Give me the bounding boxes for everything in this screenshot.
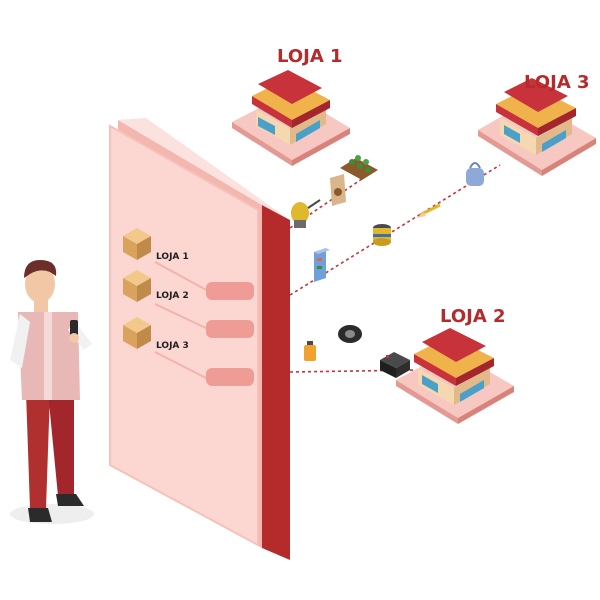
- list-item-action-button[interactable]: [206, 368, 254, 386]
- paint-brush-icon: [416, 203, 441, 218]
- plant-tray-icon: [340, 155, 378, 180]
- appliance-icon: [314, 248, 330, 282]
- box-icon: [123, 228, 151, 260]
- list-item[interactable]: [123, 270, 254, 338]
- products: [291, 155, 484, 378]
- store-loja2: LOJA 2: [396, 306, 514, 424]
- box-icon: [123, 270, 151, 302]
- list-item-label: LOJA 1: [156, 252, 189, 262]
- app-list: LOJA 1 LOJA 2 LOJA 3: [123, 228, 254, 386]
- person-icon: [10, 260, 94, 524]
- list-item-label: LOJA 2: [156, 291, 189, 301]
- jug-icon: [466, 162, 484, 186]
- seed-bag-icon: [330, 174, 346, 206]
- connector-loja3: [289, 164, 501, 296]
- store-icon: [252, 70, 330, 145]
- store-icon: [496, 78, 576, 155]
- phone-device: LOJA 1 LOJA 2 LOJA 3: [109, 118, 290, 560]
- oil-can-icon: [304, 341, 316, 361]
- tire-icon: [338, 325, 362, 343]
- list-item[interactable]: [123, 317, 254, 386]
- watering-can-icon: [291, 199, 321, 228]
- list-item-action-button[interactable]: [206, 320, 254, 338]
- battery-icon: [380, 352, 410, 378]
- store-label: LOJA 1: [277, 46, 343, 67]
- store-icon: [414, 328, 494, 405]
- store-label: LOJA 2: [440, 306, 506, 327]
- list-item-action-button[interactable]: [206, 282, 254, 300]
- phone-icon: [70, 320, 78, 336]
- box-icon: [123, 317, 151, 349]
- store-loja3: LOJA 3: [478, 72, 596, 176]
- list-item-label: LOJA 3: [156, 341, 189, 351]
- connector-loja1: [289, 169, 376, 229]
- paint-bucket-icon: [373, 224, 391, 246]
- store-label: LOJA 3: [524, 72, 590, 93]
- list-item[interactable]: [123, 228, 254, 300]
- store-loja1: LOJA 1: [232, 46, 350, 166]
